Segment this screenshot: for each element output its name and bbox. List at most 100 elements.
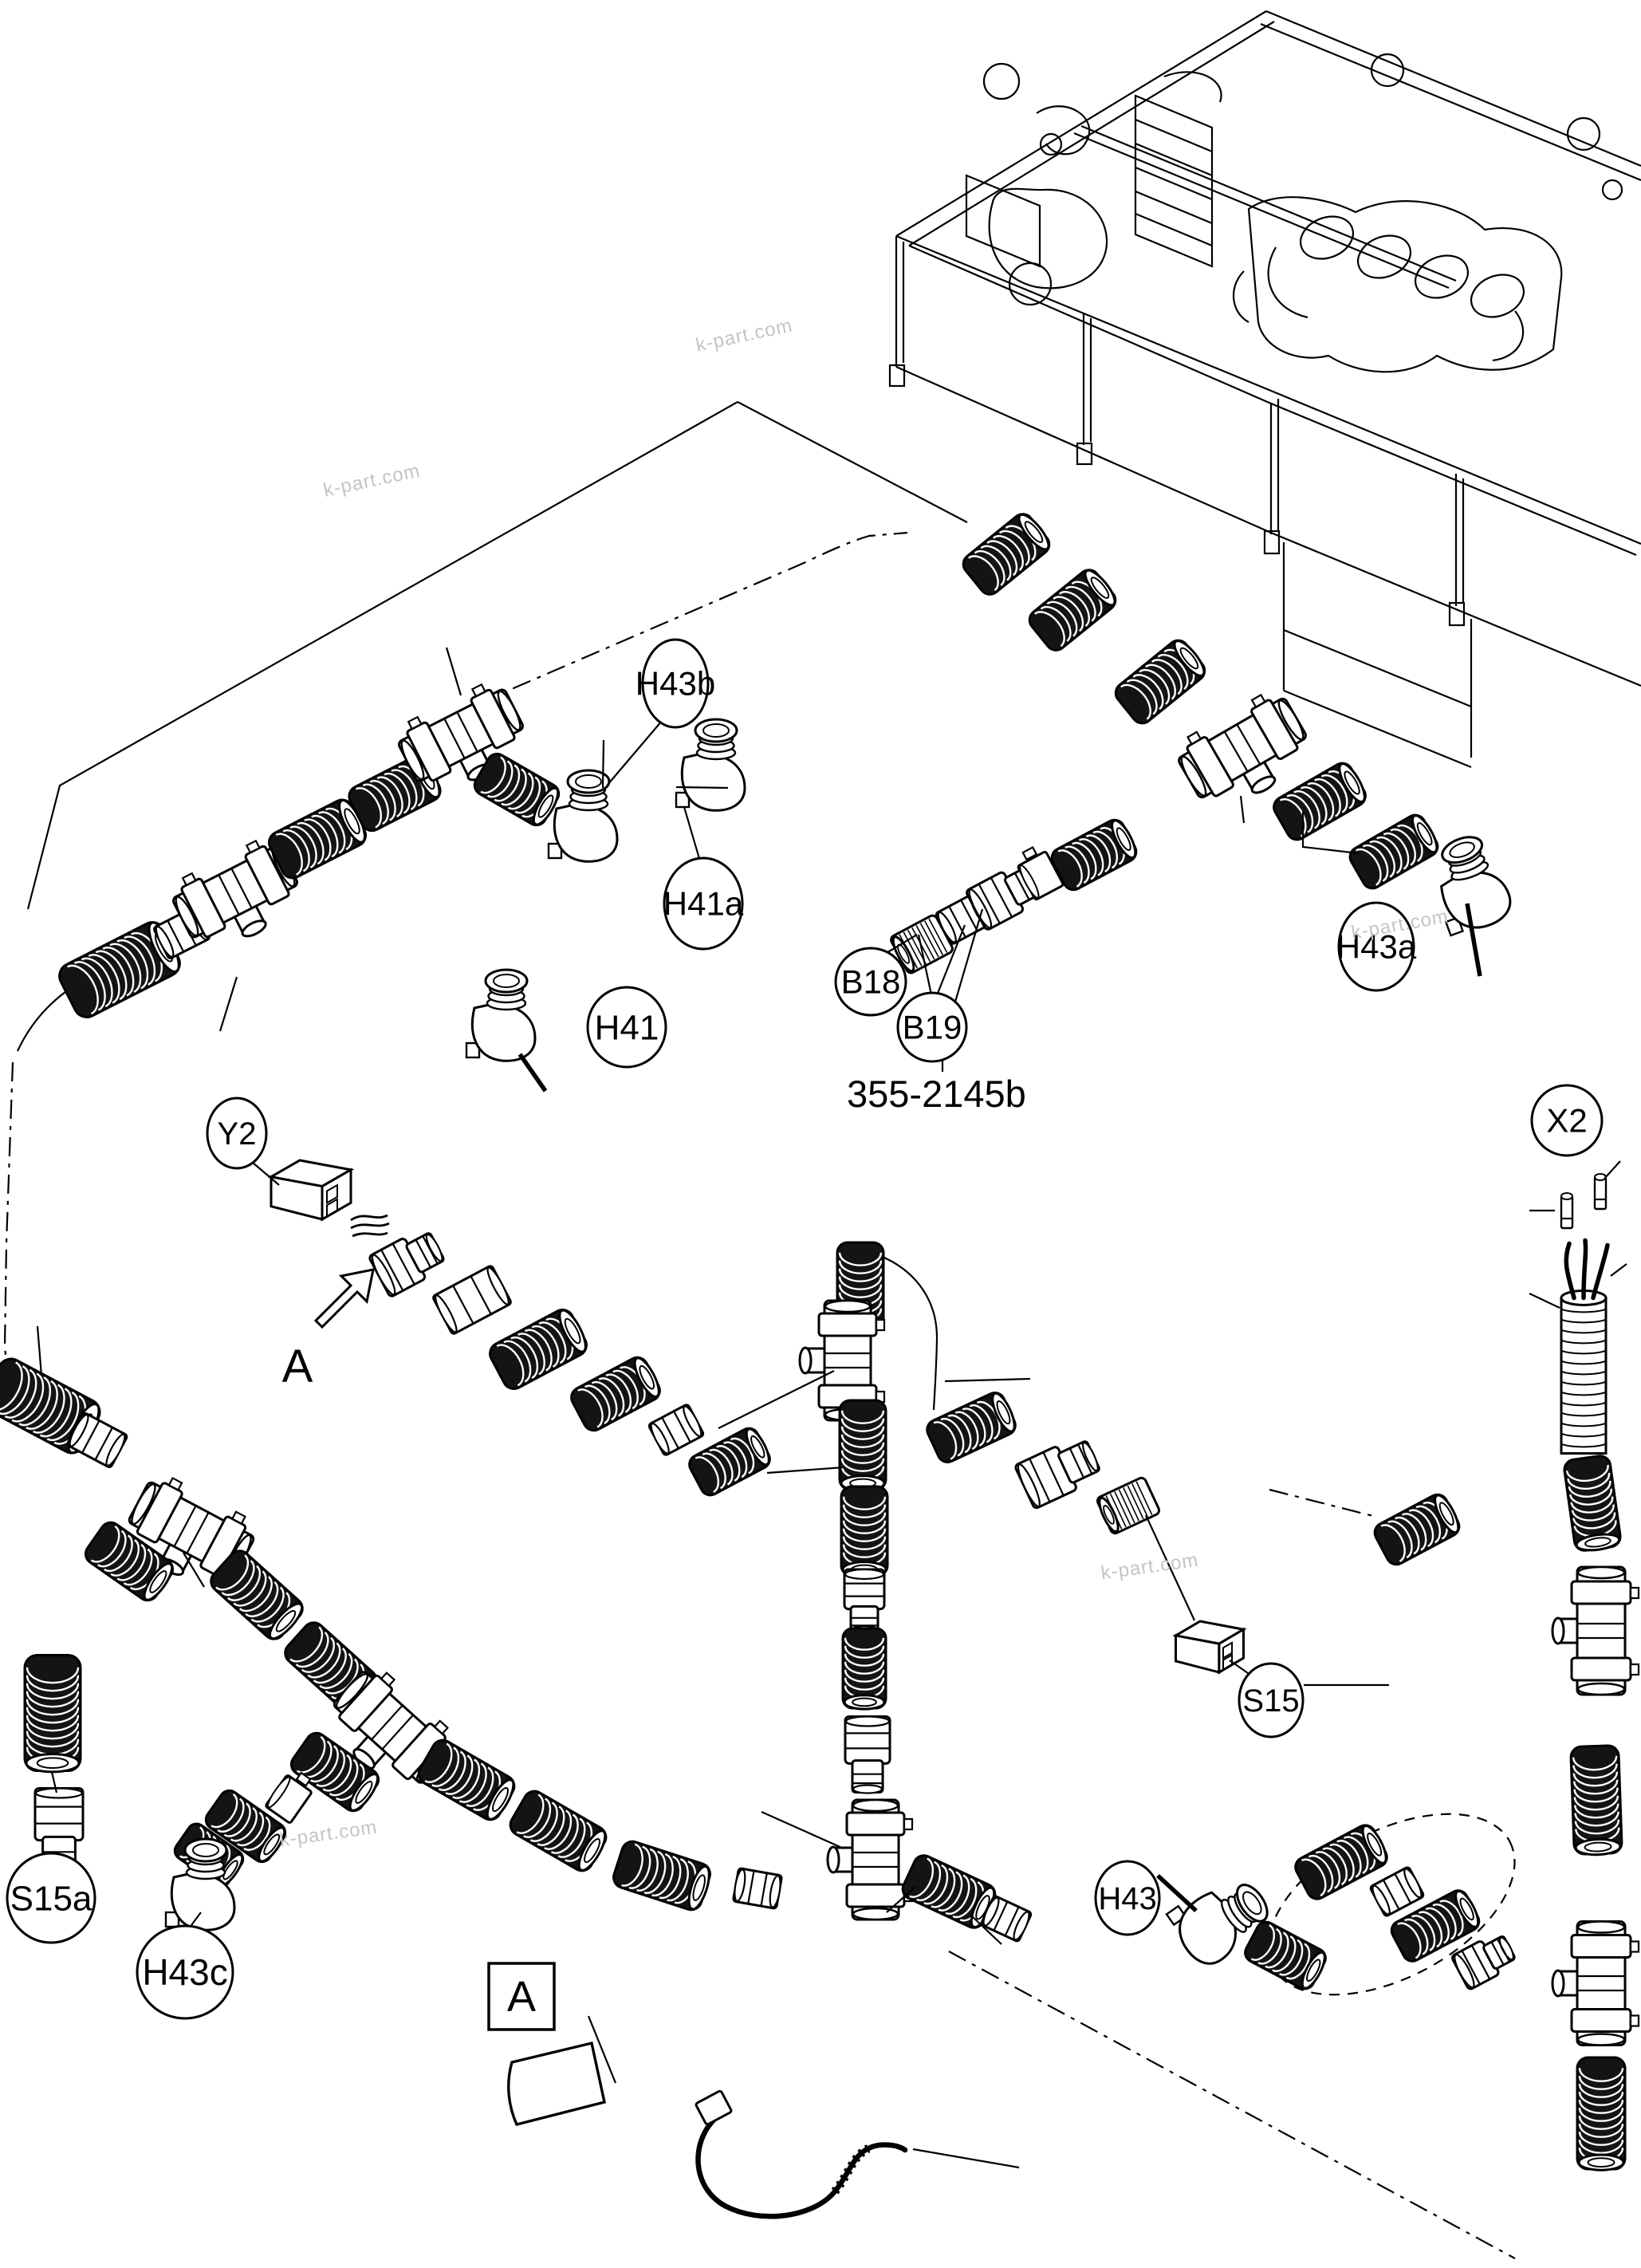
hose-lower-left-4	[417, 1738, 516, 1821]
watermark: k-part.com	[694, 315, 794, 356]
tee-mid-right	[1178, 693, 1307, 799]
callout-label: H43a	[1336, 928, 1417, 966]
hose-right-2	[1569, 1744, 1623, 1857]
detail-a-box	[487, 1962, 556, 2031]
elbow-h43b-left	[547, 769, 619, 863]
leader-line	[1145, 1514, 1195, 1621]
leader-line	[601, 739, 605, 789]
tee-center-2	[826, 1798, 914, 1921]
leader-line	[517, 1053, 548, 1093]
plug-y2	[267, 1159, 355, 1222]
leader-line	[36, 1325, 43, 1376]
callout-label: H41a	[663, 885, 744, 923]
leader-line	[1465, 903, 1482, 977]
callout-ellipse	[896, 991, 968, 1063]
detail-box-letter: A	[507, 1973, 536, 2021]
callout-ellipse	[834, 947, 907, 1017]
leader-line	[912, 2148, 1020, 2169]
callout-ellipse	[641, 638, 710, 729]
leader-line	[886, 1886, 916, 1913]
connector-center-1	[843, 1568, 886, 1636]
watermark: k-part.com	[321, 460, 422, 502]
leader-line	[50, 1771, 58, 1794]
construction-line	[862, 1249, 939, 1411]
leader-line	[1301, 812, 1360, 855]
hose-b18	[1050, 818, 1138, 892]
hose-lower-left-6	[612, 1840, 711, 1912]
leader-line	[766, 1466, 844, 1475]
leader-line	[587, 2015, 617, 2084]
construction-line	[737, 401, 968, 523]
callout-h43: H43	[1094, 1860, 1161, 1936]
barb-h43	[1369, 1866, 1425, 1917]
center-line	[3, 1061, 37, 1400]
watermark: k-part.com	[1100, 1549, 1200, 1585]
view-arrow-letter: A	[282, 1341, 313, 1392]
construction-line	[26, 401, 738, 910]
callout-label: H43b	[636, 665, 715, 703]
leader-line	[183, 1552, 205, 1588]
leader-line	[1529, 1293, 1560, 1309]
callout-label: B19	[903, 1009, 962, 1046]
leader-line	[445, 647, 462, 696]
hose-h43c-2	[204, 1789, 287, 1864]
callout-s15a: S15a	[6, 1852, 96, 1944]
callout-label: H43	[1098, 1881, 1156, 1916]
callout-ellipse	[663, 856, 744, 951]
hose-y2-1	[489, 1309, 588, 1390]
adapter-y2	[647, 1404, 705, 1456]
callout-label: H43c	[142, 1951, 227, 1993]
elbow-h43a	[1440, 836, 1512, 937]
leader-line	[761, 1810, 844, 1850]
callout-ellipse	[1337, 901, 1415, 992]
callout-h43c: H43c	[136, 1924, 234, 2020]
hose-right-diag	[1373, 1493, 1461, 1566]
leader-line	[718, 1370, 835, 1429]
callout-label: S15a	[10, 1879, 92, 1918]
nut-y2	[368, 1232, 445, 1297]
leader-line	[1610, 1263, 1627, 1277]
hose-h43-oval-1	[1294, 1824, 1388, 1900]
pin-x2-1	[1560, 1192, 1574, 1230]
callout-label: X2	[1546, 1102, 1587, 1140]
tee-right-2	[1551, 1920, 1640, 2046]
leader-line	[1604, 1160, 1621, 1179]
hose-mid-right-2	[1348, 813, 1439, 890]
clamp-h43c	[265, 1771, 313, 1824]
callout-ellipse	[136, 1924, 234, 2020]
hose-mid-right-1	[1273, 762, 1367, 841]
center-line	[1269, 1488, 1377, 1518]
hose-h43c-1	[289, 1731, 380, 1813]
hose-branch-h43b	[473, 752, 561, 827]
adapter-lower-left-2	[732, 1867, 783, 1910]
hose-machine-2	[1028, 569, 1117, 652]
leader-line	[1239, 795, 1246, 824]
leader-line	[683, 806, 702, 862]
leader-line	[1156, 1873, 1198, 1913]
hose-center-4	[841, 1627, 887, 1711]
leader-line	[675, 786, 729, 789]
hose-center-right-1	[901, 1854, 997, 1929]
connector-center-2	[844, 1715, 891, 1794]
callout-ellipse	[586, 986, 667, 1069]
hose-center-2	[838, 1399, 887, 1492]
connector-s15-arm	[1014, 1440, 1100, 1510]
conduit-x2	[1560, 1238, 1610, 1455]
hose-right-1	[1563, 1455, 1622, 1552]
callout-h43b: H43b	[636, 638, 715, 729]
leader-line	[191, 1912, 202, 1926]
callout-ellipse	[6, 1852, 96, 1944]
plug-s15	[1172, 1620, 1247, 1675]
wires-y2	[350, 1214, 390, 1238]
cable-tie	[695, 2089, 908, 2219]
hose-h43-oval-2	[1390, 1889, 1481, 1963]
callout-y2: Y2	[206, 1097, 268, 1170]
callout-label: H41	[595, 1008, 659, 1047]
elbow-h43c	[164, 1837, 236, 1931]
connector-h43	[1451, 1935, 1516, 1990]
hose-lower-left-2	[210, 1549, 304, 1640]
pin-x2-2	[1593, 1173, 1608, 1211]
leader-line	[218, 976, 238, 1032]
